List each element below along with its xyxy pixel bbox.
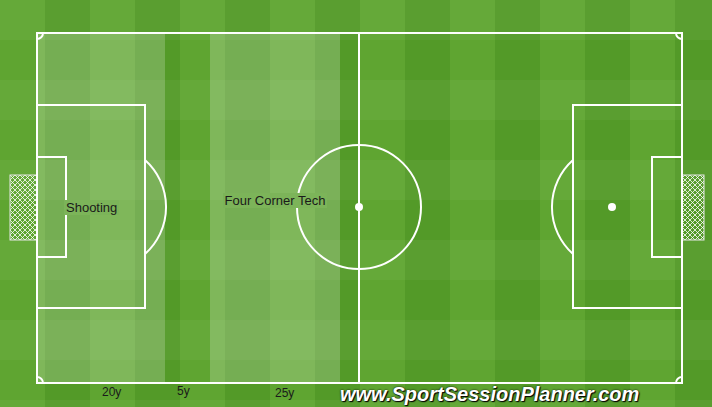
corner-arc <box>676 33 682 39</box>
zone-label: Four Corner Tech <box>223 193 328 208</box>
corner-arc <box>676 377 682 383</box>
dimension-label: 25y <box>275 387 294 401</box>
penalty-arc <box>552 160 573 254</box>
zone-label: Shooting <box>64 200 119 215</box>
goal-net <box>682 175 704 240</box>
goal-box <box>652 157 682 257</box>
center-spot <box>355 203 363 211</box>
penalty-box <box>573 105 682 308</box>
touchline <box>37 33 682 383</box>
watermark: www.SportSessionPlanner.com <box>340 383 639 406</box>
penalty-spot <box>608 203 616 211</box>
goal-net <box>10 175 37 240</box>
drill-zone: Shooting <box>37 33 165 383</box>
dimension-label: 20y <box>102 386 121 400</box>
drill-zone: Four Corner Tech <box>210 33 340 383</box>
dimension-label: 5y <box>177 385 190 399</box>
